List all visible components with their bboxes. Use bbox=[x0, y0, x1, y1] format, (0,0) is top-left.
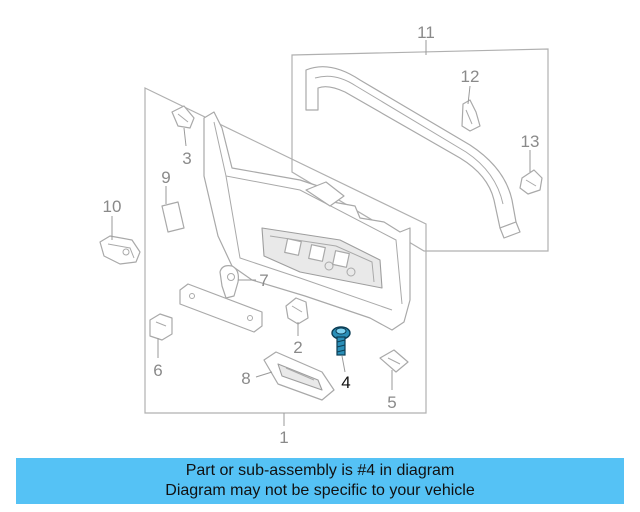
banner-line-2: Diagram may not be specific to your vehi… bbox=[165, 482, 475, 499]
assembly-box-11 bbox=[291, 48, 549, 252]
callouts: 11 12 13 3 9 10 7 2 4 5 6 8 1 bbox=[103, 23, 540, 447]
callout-4: 4 bbox=[341, 373, 350, 392]
callout-11: 11 bbox=[417, 23, 435, 42]
callout-6: 6 bbox=[153, 361, 162, 380]
part-8-bezel[interactable] bbox=[263, 351, 335, 401]
callout-13: 13 bbox=[521, 132, 540, 151]
assembly-box-1 bbox=[144, 87, 427, 414]
banner-line-1: Part or sub-assembly is #4 in diagram bbox=[185, 462, 455, 479]
part-6-retainer[interactable] bbox=[149, 313, 173, 341]
part-5-clip[interactable] bbox=[379, 349, 409, 373]
part-3-clip[interactable] bbox=[171, 105, 195, 129]
part-13-bracket[interactable] bbox=[519, 169, 543, 195]
callout-7: 7 bbox=[259, 271, 268, 290]
callout-1: 1 bbox=[279, 428, 288, 447]
part-11-garnish[interactable] bbox=[305, 66, 521, 239]
pull-strap[interactable] bbox=[179, 283, 263, 333]
callout-12: 12 bbox=[461, 67, 480, 86]
callout-5: 5 bbox=[387, 393, 396, 412]
callout-2: 2 bbox=[293, 338, 302, 357]
leader-lines bbox=[111, 40, 531, 426]
callout-10: 10 bbox=[103, 197, 122, 216]
callout-9: 9 bbox=[161, 168, 170, 187]
callout-8: 8 bbox=[241, 369, 250, 388]
info-banner: Part or sub-assembly is #4 in diagram Di… bbox=[16, 458, 624, 504]
part-9-pad[interactable] bbox=[161, 201, 185, 233]
part-10-bracket[interactable] bbox=[99, 235, 141, 265]
part-2-clip[interactable] bbox=[285, 297, 309, 325]
part-1-trim-panel[interactable] bbox=[203, 111, 411, 331]
part-4-bolt[interactable] bbox=[331, 326, 351, 356]
parts-diagram: 11 12 13 3 9 10 7 2 4 5 6 8 1 bbox=[99, 23, 549, 447]
part-12-clip[interactable] bbox=[461, 99, 481, 132]
part-7-hook[interactable] bbox=[219, 265, 239, 299]
callout-3: 3 bbox=[182, 149, 191, 168]
